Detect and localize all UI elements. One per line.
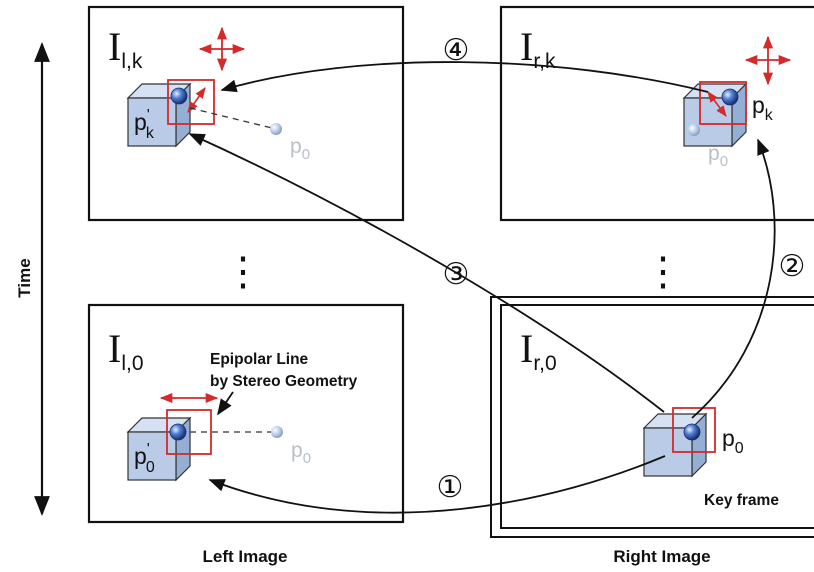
epipolar-line-label-2: by Stereo Geometry bbox=[210, 373, 358, 390]
step-4-marker: ④ bbox=[443, 34, 470, 67]
panel-right-top bbox=[499, 5, 814, 222]
feature-point-rt bbox=[721, 88, 739, 106]
cube-right-bottom bbox=[642, 412, 708, 478]
step-2-marker: ② bbox=[779, 250, 806, 283]
displacement-arrow-rt bbox=[707, 91, 727, 117]
epipolar-pointer-arrow bbox=[217, 391, 234, 416]
search-window-right-top bbox=[699, 81, 747, 125]
arrow-step-3 bbox=[188, 133, 665, 413]
key-frame-label: Key frame bbox=[704, 492, 779, 509]
step-1-marker: ① bbox=[437, 471, 464, 504]
point-label-rt: pk bbox=[752, 92, 774, 124]
feature-point-lt bbox=[170, 87, 188, 105]
move-cross-rt-icon bbox=[744, 35, 792, 86]
ghost-label-rt: p0 bbox=[708, 142, 728, 170]
search-window-left-bottom bbox=[166, 409, 212, 455]
step-3-marker: ③ bbox=[443, 258, 470, 291]
point-label-lb: p'0 bbox=[134, 441, 155, 476]
ghost-point-lb bbox=[271, 426, 283, 438]
panel-left-bottom bbox=[87, 303, 405, 524]
feature-point-rb bbox=[683, 423, 701, 441]
ellipsis-right: ⋮ bbox=[643, 250, 683, 294]
point-label-rb: p0 bbox=[722, 425, 744, 457]
panel-title-lk: Il,k bbox=[108, 24, 143, 73]
search-window-right-bottom bbox=[672, 407, 716, 453]
panel-title-l0: Il,0 bbox=[108, 326, 144, 375]
panel-right-bottom-outer bbox=[490, 296, 814, 538]
ellipsis-left: ⋮ bbox=[223, 250, 263, 294]
arrow-step-4 bbox=[220, 61, 709, 93]
ghost-label-lb: p0 bbox=[291, 439, 311, 467]
time-axis-label: Time bbox=[15, 258, 34, 297]
ghost-point-lt bbox=[270, 123, 282, 135]
panel-title-r0: Ir,0 bbox=[520, 326, 557, 375]
panel-title-rk: Ir,k bbox=[520, 24, 556, 73]
epipolar-dash-lt bbox=[189, 107, 273, 129]
search-window-left-top bbox=[167, 79, 215, 125]
caption-left-image: Left Image bbox=[202, 547, 287, 566]
panel-right-bottom bbox=[500, 304, 814, 529]
arrow-step-1 bbox=[208, 455, 666, 514]
panel-left-top bbox=[87, 5, 405, 222]
caption-right-image: Right Image bbox=[613, 547, 710, 566]
feature-point-lb bbox=[169, 423, 187, 441]
epipolar-line-label: Epipolar Line bbox=[210, 351, 309, 368]
move-cross-lt-icon bbox=[198, 26, 246, 72]
point-label-lt: p'k bbox=[134, 107, 155, 142]
ghost-label-lt: p0 bbox=[290, 135, 310, 163]
arrow-step-2 bbox=[691, 138, 776, 419]
ghost-point-rt bbox=[688, 124, 700, 136]
